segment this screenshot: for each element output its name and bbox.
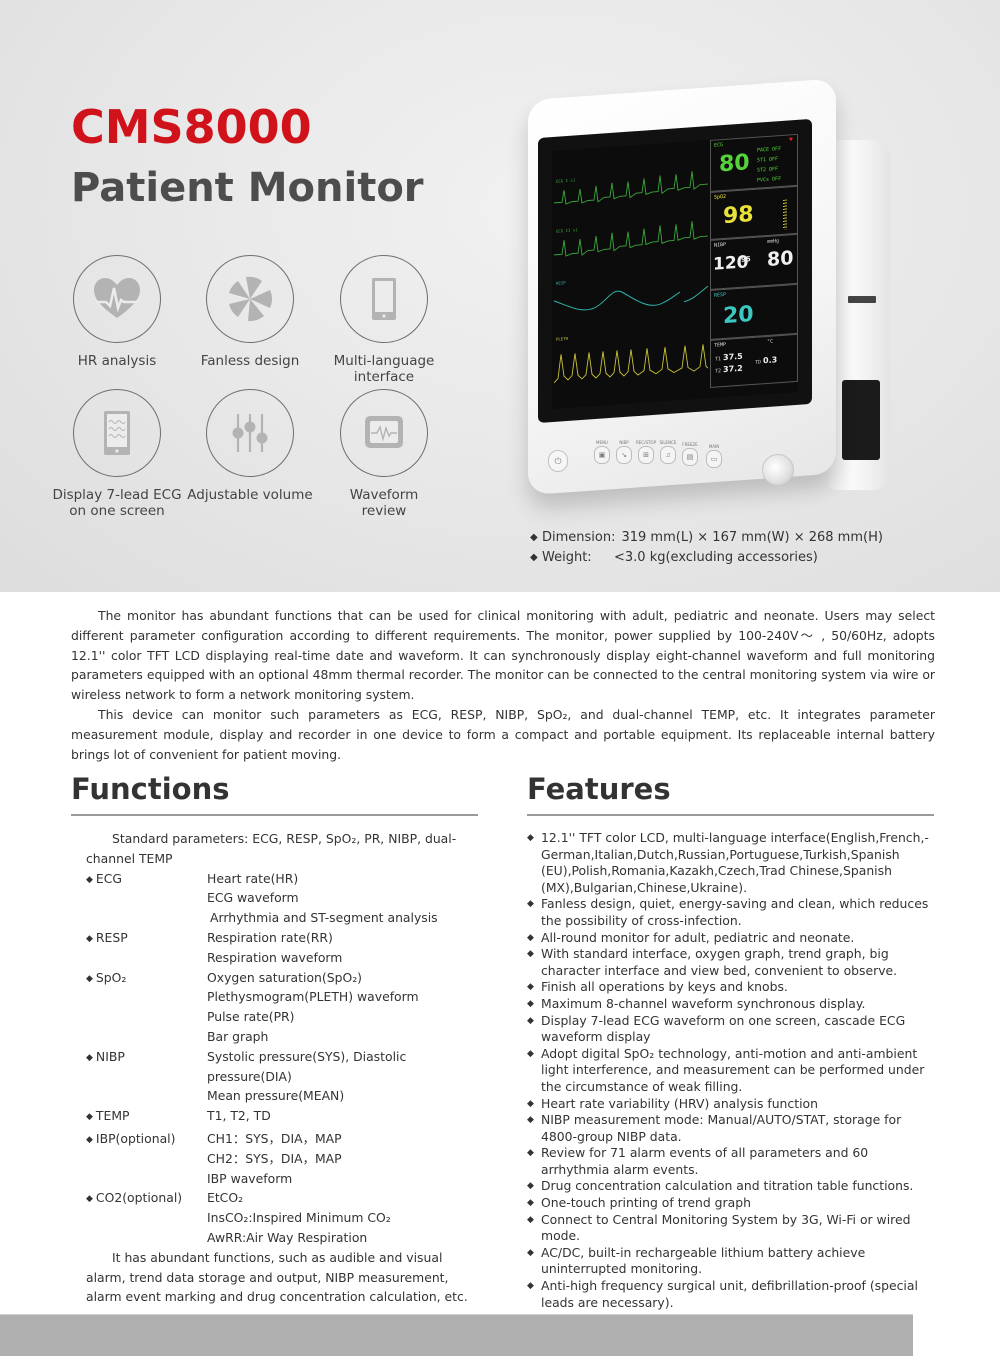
silence-button[interactable]: ♫ [660,446,676,464]
feature-item: Display 7-lead ECG waveform on one scree… [527,1013,935,1046]
intro-paragraph-2: This device can monitor such parameters … [71,706,935,762]
feature-label: Multi-language interface [333,353,435,385]
functions-list: Standard parameters: ECG, RESP, SpO₂, PR… [86,829,478,1307]
feature-label: HR analysis [77,353,157,369]
feature-label: Adjustable volume [187,487,313,503]
functions-divider [71,814,478,816]
heart-ecg-icon [94,278,140,318]
spo2-value: 98 [723,201,754,230]
feature-item: All-round monitor for adult, pediatric a… [527,930,935,947]
function-group-co2: CO2(optional) EtCO₂ InsCO₂:Inspired Mini… [86,1188,478,1247]
function-group-temp: TEMP T1, T2, TD [86,1106,478,1129]
recorder-slot [848,296,876,303]
power-button[interactable]: ⏻ [548,450,568,472]
waveform-monitor-icon [365,416,403,448]
feature-label: Display 7-lead ECG on one screen [52,487,182,519]
feature-item: Heart rate variability (HRV) analysis fu… [527,1096,935,1113]
thermal-recorder [842,380,880,460]
functions-heading: Functions [71,772,230,806]
spo2-bar-graph [783,199,787,230]
nibp-panel: NIBP mmHg 120 95 80 [710,233,798,290]
svg-text:ECG II x1: ECG II x1 [556,227,578,234]
feature-item: Anti-high frequency surgical unit, defib… [527,1278,935,1311]
functions-outro: It has abundant functions, such as audib… [86,1249,468,1305]
svg-text:PLETH: PLETH [556,336,569,342]
feature-multi-language: Multi-language interface [317,255,451,385]
svg-text:RESP: RESP [556,280,566,286]
resp-value: 20 [723,301,754,330]
intro-paragraph-1: The monitor has abundant functions that … [71,608,935,703]
nibp-dia-value: 95 [741,255,751,264]
fan-icon [229,276,272,322]
rec-stop-button[interactable]: ⊞ [638,446,654,464]
function-group-nibp: NIBP Systolic pressure(SYS), Diastolic p… [86,1047,478,1106]
feature-label: Waveform review [349,487,419,519]
monitor-control-panel: ⏻ ▣ MENU ↘ NIBP ⊞ REC/STOP ♫ SILENCE ▤ F… [536,438,831,486]
feature-item: Drug concentration calculation and titra… [527,1178,935,1195]
t1-value: 37.5 [723,351,743,363]
feature-label: Fanless design [200,353,300,369]
intro-text: The monitor has abundant functions that … [71,606,935,764]
nibp-button[interactable]: ↘ [616,446,632,464]
spec-weight: ◆ Weight: <3.0 kg(excluding accessories) [530,550,818,565]
waveform-area: ECG I x1 ECG II x1 RESP PLETH [553,171,708,384]
feature-item: Connect to Central Monitoring System by … [527,1212,935,1245]
feature-item: 12.1'' TFT color LCD, multi-language int… [527,830,935,896]
features-heading: Features [527,772,671,806]
function-group-resp: RESP Respiration rate(RR) Respiration wa… [86,928,478,968]
function-group-ibp: IBP(optional) CH1：SYS，DIA，MAP CH2：SYS，DI… [86,1129,478,1188]
feature-item: Finish all operations by keys and knobs. [527,979,935,996]
spec-dimension: ◆ Dimension: 319 mm(L) × 167 mm(W) × 268… [530,530,883,545]
sliders-icon [232,414,268,452]
t2-value: 37.2 [723,363,743,375]
feature-item: NIBP measurement mode: Manual/AUTO/STAT,… [527,1112,935,1145]
feature-item: Maximum 8-channel waveform synchronous d… [527,996,935,1013]
feature-7-lead-ecg: Display 7-lead ECG on one screen [50,389,184,519]
ecg-screen-icon [104,411,130,455]
main-button[interactable]: ▭ [706,450,722,468]
functions-intro: Standard parameters: ECG, RESP, SpO₂, PR… [86,831,457,866]
hero-banner: CMS8000 Patient Monitor HR analysis [0,0,1000,592]
menu-button[interactable]: ▣ [594,446,610,464]
monitor-screen: ECG I x1 ECG II x1 RESP PLETH ECG 80 PAC… [538,118,812,423]
feature-item: One-touch printing of trend graph [527,1195,935,1212]
temp-panel: TEMP °C T1 37.5 T2 37.2 TD 0.3 [710,333,798,388]
phone-screen-icon [372,278,396,320]
product-image-monitor: ECG I x1 ECG II x1 RESP PLETH ECG 80 PAC… [528,78,898,520]
feature-hr-analysis: HR analysis [50,255,184,369]
feature-fanless: Fanless design [183,255,317,369]
svg-text:ECG I x1: ECG I x1 [556,177,576,183]
spec-list: ◆ Dimension: 319 mm(L) × 167 mm(W) × 268… [530,528,883,568]
feature-item: Fanless design, quiet, energy-saving and… [527,896,935,929]
footer-bar [0,1314,913,1356]
freeze-button[interactable]: ▤ [682,448,698,466]
hr-value: 80 [719,150,750,178]
resp-panel: RESP 20 [710,283,798,340]
product-name: Patient Monitor [71,165,424,211]
feature-waveform-review: Waveform review [317,389,451,519]
parameter-panel: ECG 80 PACE OFF ST1 OFF ST2 OFF PVCs OFF… [710,133,798,398]
features-divider [527,814,934,816]
function-group-spo2: SpO₂ Oxygen saturation(SpO₂) Plethysmogr… [86,968,478,1047]
function-group-ecg: ECG Heart rate(HR) ECG waveform Arrhythm… [86,869,478,928]
nibp-map-value: 80 [767,247,794,271]
model-name: CMS8000 [71,100,312,154]
feature-item: AC/DC, built-in rechargeable lithium bat… [527,1245,935,1278]
spo2-panel: SpO2 98 [710,185,798,240]
heart-alarm-icon: ♥ [788,136,793,144]
feature-adjustable-volume: Adjustable volume [183,389,317,503]
feature-item: Review for 71 alarm events of all parame… [527,1145,935,1178]
feature-item: With standard interface, oxygen graph, t… [527,946,935,979]
ecg-panel: ECG 80 PACE OFF ST1 OFF ST2 OFF PVCs OFF… [710,133,798,192]
features-list: 12.1'' TFT color LCD, multi-language int… [527,830,935,1311]
td-value: 0.3 [763,355,778,366]
rotary-knob[interactable] [762,454,794,486]
feature-item: Adopt digital SpO₂ technology, anti-moti… [527,1046,935,1096]
